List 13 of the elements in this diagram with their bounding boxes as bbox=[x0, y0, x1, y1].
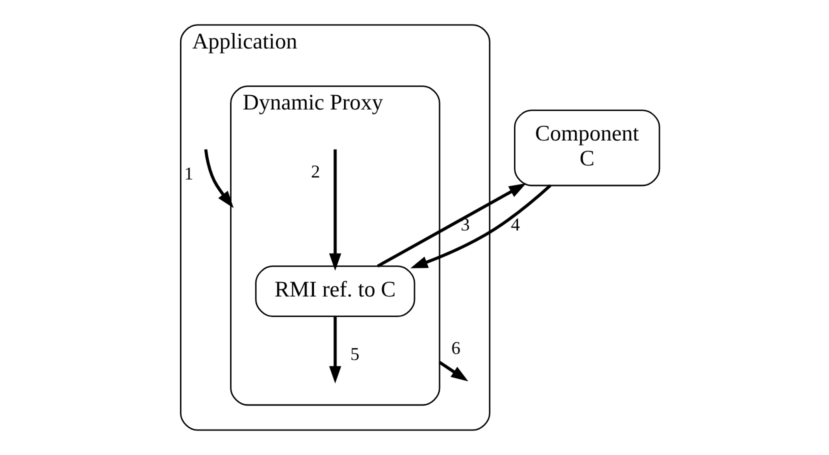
edge-label: 4 bbox=[510, 214, 520, 235]
arrow bbox=[410, 184, 552, 268]
edge-label: 5 bbox=[350, 344, 360, 364]
edge-label: 6 bbox=[451, 338, 460, 358]
arrow bbox=[438, 360, 468, 382]
edge-label: 1 bbox=[184, 164, 194, 184]
arrow bbox=[204, 149, 234, 208]
arrow bbox=[329, 316, 342, 384]
arrow bbox=[329, 149, 342, 271]
node-box: Component C bbox=[514, 110, 660, 186]
arrow bbox=[376, 183, 526, 268]
node-box: RMI ref. to C bbox=[255, 266, 416, 317]
edge-label: 2 bbox=[310, 162, 320, 182]
